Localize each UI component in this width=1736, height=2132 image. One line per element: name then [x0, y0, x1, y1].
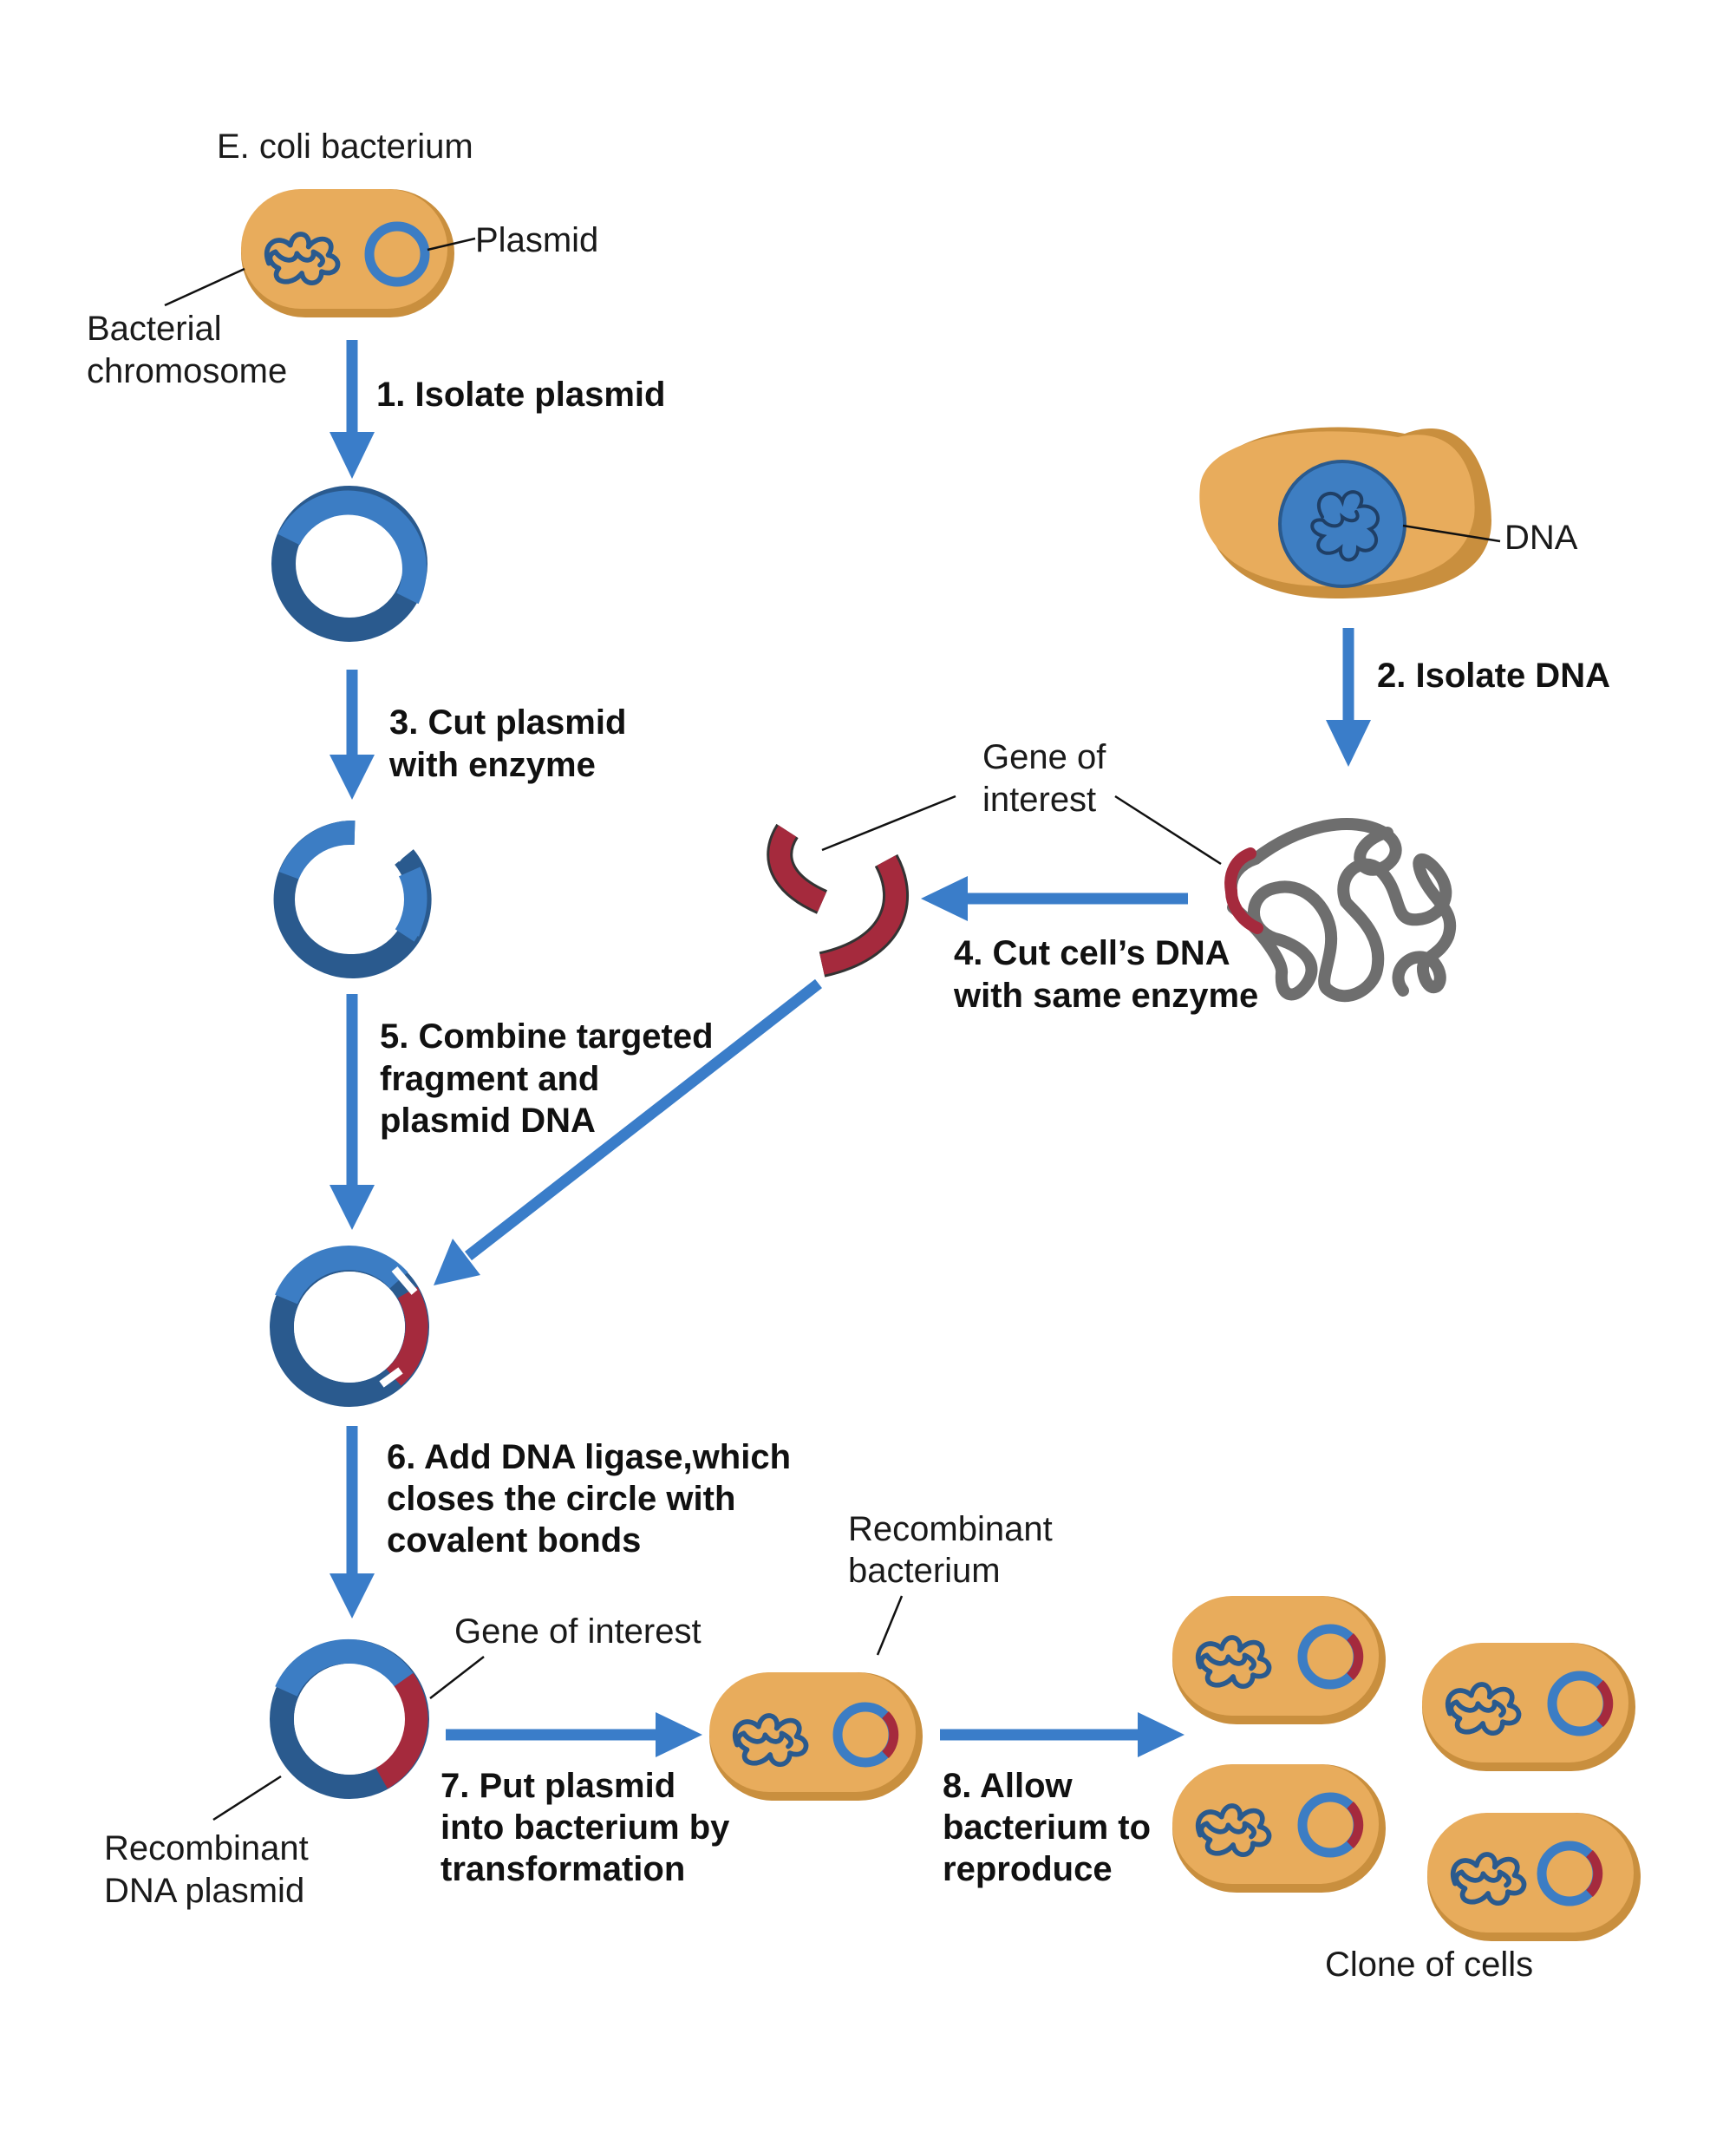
gene-of-interest-leader-line: [429, 1656, 485, 1699]
step-6-label-line1: 6. Add DNA ligase,which: [387, 1438, 791, 1476]
gene-of-interest-label-top-line2: interest: [982, 781, 1096, 819]
step-1-label: 1. Isolate plasmid: [376, 376, 665, 414]
gene-leader-line-right: [1114, 795, 1222, 866]
clone-cell-4: [1427, 1813, 1641, 1941]
recombinant-bacterium-label-line1: Recombinant: [848, 1510, 1053, 1548]
step-7-label-line2: into bacterium by: [441, 1808, 730, 1847]
bacterial-chromosome-label-line2: chromosome: [87, 352, 287, 390]
chromosome-leader-line: [164, 267, 245, 307]
clone-cell-2: [1422, 1643, 1635, 1771]
gene-of-interest-label-bottom: Gene of interest: [454, 1612, 702, 1651]
bacterial-chromosome-label: Bacterial: [87, 310, 222, 348]
nuclear-dna-icon: [1310, 490, 1380, 562]
arrow-step-5-diagonal: [434, 978, 822, 1285]
recombinant-bacterium-label-line2: bacterium: [848, 1552, 1001, 1590]
plasmid-label: Plasmid: [475, 221, 598, 259]
gene-leader-line-left: [821, 795, 956, 852]
cut-plasmid: [273, 820, 432, 978]
recombinant-bacterium: [709, 1672, 923, 1801]
step-6-label-line2: closes the circle with: [387, 1480, 735, 1518]
step-4-label-line2: with same enzyme: [953, 977, 1258, 1015]
recombinant-plasmid-label-line1: Recombinant: [104, 1829, 309, 1867]
step-2-label: 2. Isolate DNA: [1377, 657, 1610, 695]
step-8-label-line3: reproduce: [943, 1850, 1113, 1888]
step-7-label-line1: 7. Put plasmid: [441, 1767, 675, 1805]
arrow-step-2: [1326, 628, 1371, 767]
recombinant-dna-plasmid: [270, 1638, 429, 1799]
gene-of-interest-label-top: Gene of: [982, 738, 1106, 776]
plasmid-icon: [364, 221, 430, 287]
combined-plasmid-fragment: [270, 1246, 429, 1407]
plasmid-leader-line: [427, 237, 476, 252]
step-5-label-line1: 5. Combine targeted: [380, 1017, 714, 1056]
step-8-label-line1: 8. Allow: [943, 1767, 1074, 1805]
recombinant-plasmid-leader-line: [212, 1775, 282, 1821]
clone-of-cells-label: Clone of cells: [1325, 1946, 1533, 1984]
step-3-label-line2: with enzyme: [388, 746, 596, 784]
arrow-step-5-vertical: [330, 994, 375, 1230]
dna-leader-line: [1402, 524, 1501, 543]
step-5-label-line2: fragment and: [380, 1060, 599, 1098]
arrow-step-8: [940, 1712, 1185, 1757]
eukaryotic-cell: [1199, 427, 1491, 598]
recombinant-bacterium-leader-line: [876, 1595, 904, 1656]
gene-fragment-lower: [819, 853, 910, 978]
step-5-label-line3: plasmid DNA: [380, 1102, 596, 1140]
isolated-plasmid: [271, 486, 427, 642]
arrow-step-7: [446, 1712, 702, 1757]
step-3-label-line1: 3. Cut plasmid: [389, 703, 626, 742]
gene-fragment-upper: [767, 823, 828, 914]
ecoli-bacterium: [241, 189, 454, 317]
clone-cell-1: [1172, 1596, 1386, 1724]
arrow-step-4: [921, 876, 1188, 921]
recombinant-plasmid-label-line2: DNA plasmid: [104, 1872, 304, 1910]
step-8-label-line2: bacterium to: [943, 1808, 1151, 1847]
step-6-label-line3: covalent bonds: [387, 1521, 641, 1560]
arrow-step-6: [330, 1426, 375, 1619]
ecoli-label: E. coli bacterium: [217, 128, 473, 166]
step-4-label-line1: 4. Cut cell’s DNA: [954, 934, 1230, 972]
dna-label: DNA: [1504, 519, 1578, 557]
isolated-dna-strand: [1224, 818, 1457, 1003]
clone-cell-3: [1172, 1764, 1386, 1893]
arrow-step-1: [330, 340, 375, 479]
arrow-step-3: [330, 670, 375, 800]
step-7-label-line3: transformation: [441, 1850, 685, 1888]
